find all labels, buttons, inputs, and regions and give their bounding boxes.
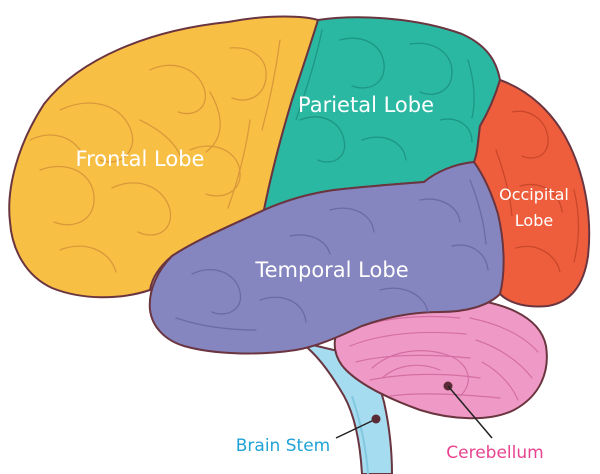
brain-stem-label: Brain Stem bbox=[236, 436, 330, 456]
frontal-lobe-label: Frontal Lobe bbox=[76, 147, 205, 171]
temporal-lobe-label: Temporal Lobe bbox=[254, 258, 408, 282]
cerebellum-leader-line bbox=[447, 385, 493, 439]
occipital-lobe-label-line2: Lobe bbox=[515, 211, 553, 230]
temporal-lobe: Temporal Lobe bbox=[148, 160, 505, 355]
parietal-lobe: Parietal Lobe bbox=[262, 16, 502, 212]
cerebellum-label: Cerebellum bbox=[446, 443, 543, 463]
occipital-lobe-label-line1: Occipital bbox=[499, 185, 569, 204]
brain-stem-pointer-dot bbox=[371, 414, 381, 424]
brain-stem-leader-line bbox=[335, 419, 375, 439]
parietal-lobe-label: Parietal Lobe bbox=[298, 93, 434, 117]
